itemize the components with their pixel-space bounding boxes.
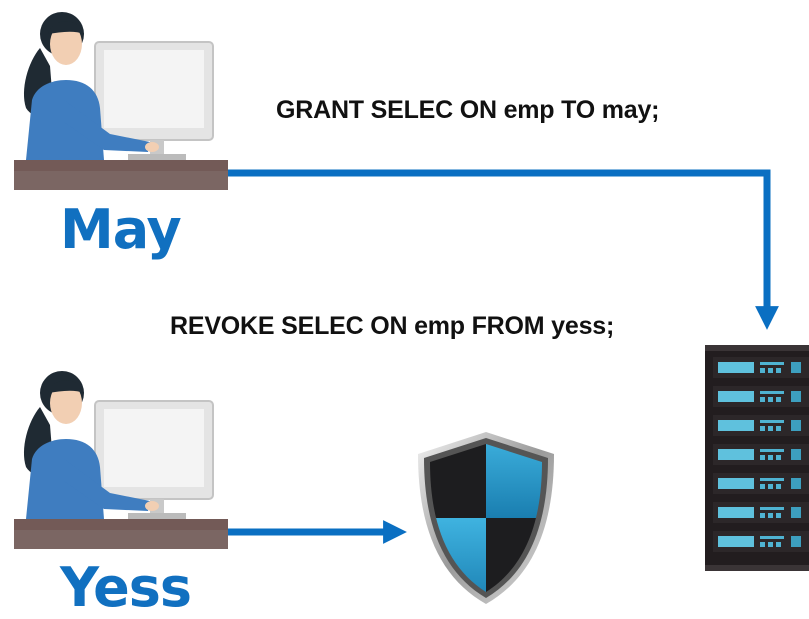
grant-command: GRANT SELEC ON emp TO may; [276,96,660,124]
server-rack-icon [705,345,809,571]
grant-arrow [228,169,779,330]
revoke-command: REVOKE SELEC ON emp FROM yess; [170,312,615,340]
user-name-yess: Yess [60,556,192,619]
security-shield-icon [418,432,554,604]
user-may-icon [14,12,228,190]
user-name-may: May [60,198,182,261]
user-yess-icon [14,371,228,549]
